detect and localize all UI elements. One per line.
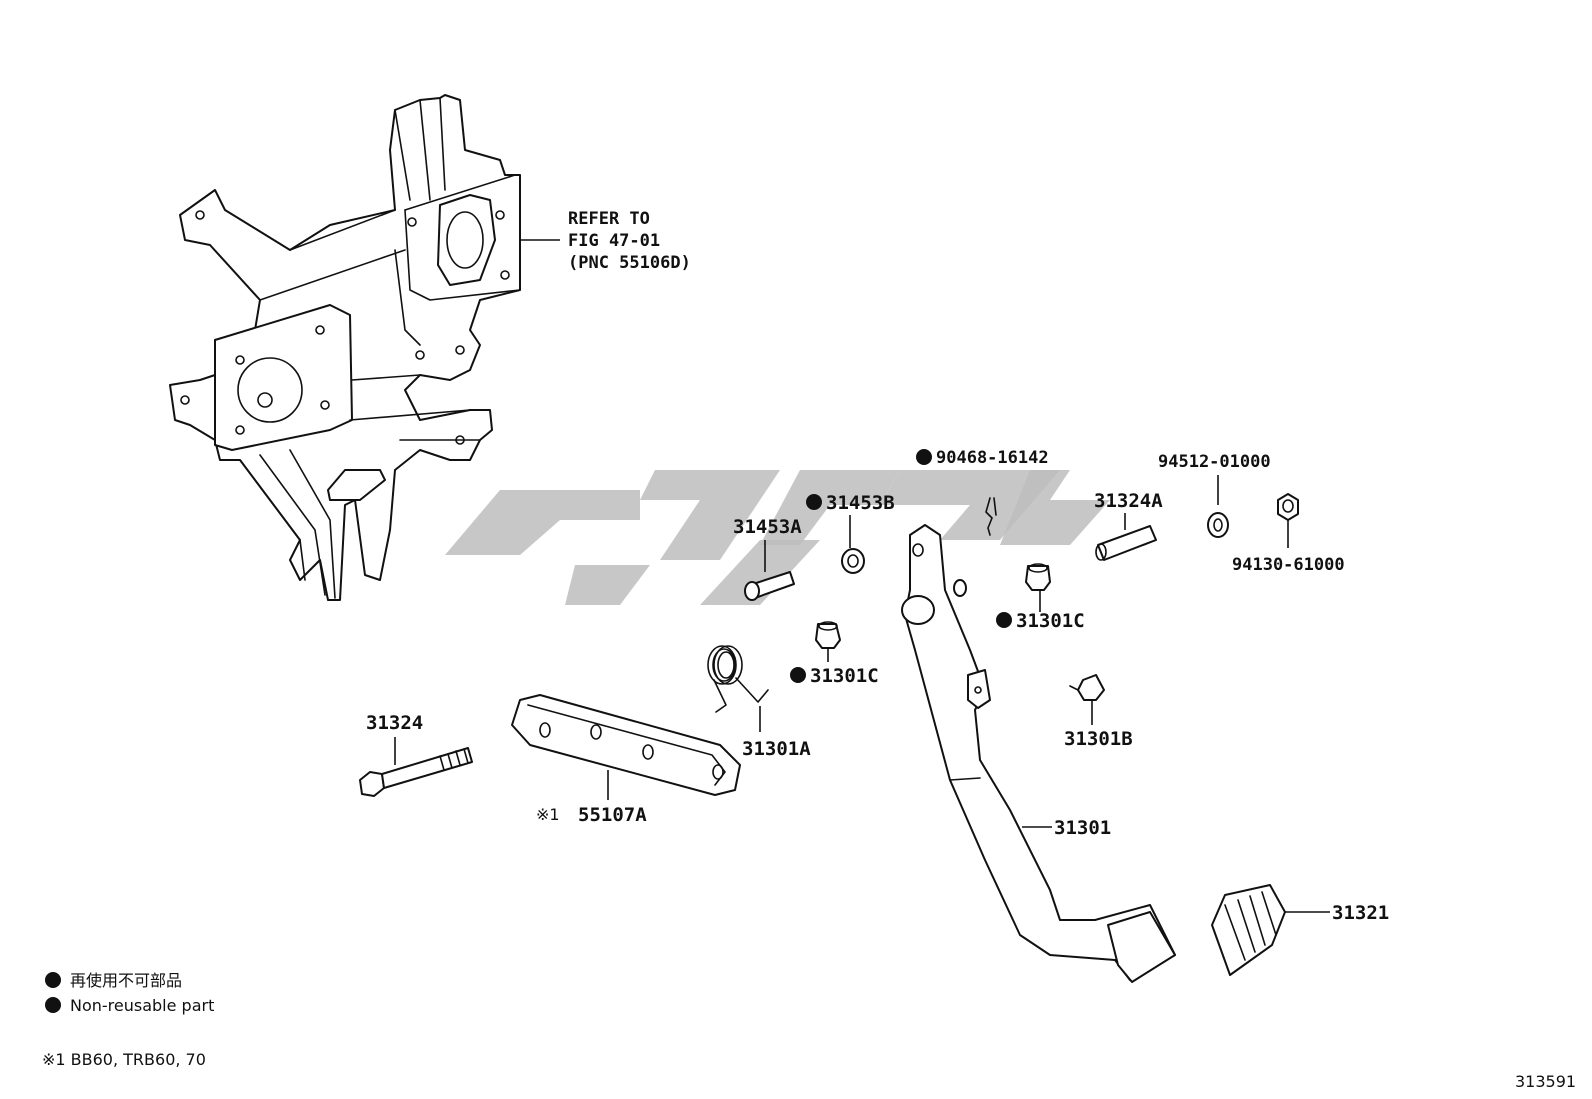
washer-icon (1207, 512, 1229, 538)
label-94130-61000: 94130-61000 (1232, 555, 1345, 575)
label-31324A: 31324A (1094, 490, 1163, 512)
reference-line-3: (PNC 55106D) (568, 253, 691, 273)
collar-icon (1097, 525, 1157, 561)
watermark-logo (445, 470, 1110, 605)
label-31301C-lower: 31301C (810, 665, 879, 687)
legend-non-reusable-en: Non-reusable part (70, 996, 214, 1015)
part-31301A: 31301A (707, 645, 811, 760)
clip-pin-icon (985, 497, 993, 536)
reference-line-2: FIG 47-01 (568, 231, 660, 251)
part-94130-61000: 94130-61000 (1232, 493, 1345, 575)
part-31453B: 31453B (806, 492, 895, 574)
non-reusable-marker (45, 972, 61, 988)
part-31301C-lower: 31301C (790, 621, 879, 687)
part-31321: 31321 (1211, 884, 1389, 976)
figure-number: 313591 (1515, 1072, 1576, 1091)
non-reusable-marker (916, 449, 932, 465)
part-55107A: ※1 55107A (511, 694, 741, 826)
part-31301B: 31301B (1064, 674, 1133, 750)
stopper-icon (1077, 674, 1105, 701)
non-reusable-marker (996, 612, 1012, 628)
label-31324: 31324 (366, 712, 423, 734)
footnote-marker-55107A: ※1 (536, 805, 560, 824)
return-spring-icon (707, 645, 769, 713)
bolt-head-icon (359, 771, 385, 797)
pedal-bracket-assembly (169, 94, 521, 601)
label-55107A: 55107A (578, 804, 647, 826)
nut-icon (1277, 493, 1299, 521)
label-31301B: 31301B (1064, 728, 1133, 750)
spacer-plate-icon (511, 694, 741, 796)
part-31324: 31324 (359, 712, 473, 797)
part-94512-01000: 94512-01000 (1158, 452, 1271, 538)
pedal-pad-icon (1107, 911, 1176, 983)
bushing-icon (841, 548, 865, 574)
part-31324A: 31324A (1094, 490, 1163, 561)
part-31301C-upper: 31301C (996, 563, 1085, 632)
non-reusable-marker (790, 667, 806, 683)
label-94512-01000: 94512-01000 (1158, 452, 1271, 472)
label-31301: 31301 (1054, 817, 1111, 839)
part-31301: 31301 (901, 524, 1176, 983)
non-reusable-marker (45, 997, 61, 1013)
non-reusable-marker (806, 494, 822, 510)
reference-note: REFER TO FIG 47-01 (PNC 55106D) (520, 209, 691, 273)
label-31321: 31321 (1332, 902, 1389, 924)
reference-line-1: REFER TO (568, 209, 650, 229)
bushing-icon (1025, 565, 1051, 591)
label-31301A: 31301A (742, 738, 811, 760)
label-31453B: 31453B (826, 492, 895, 514)
label-31453A: 31453A (733, 516, 802, 538)
label-90468-16142: 90468-16142 (936, 448, 1049, 468)
legend-non-reusable-jp: 再使用不可部品 (70, 971, 182, 990)
part-90468-16142: 90468-16142 (916, 448, 1049, 536)
legend: 再使用不可部品 Non-reusable part ※1 BB60, TRB60… (42, 971, 214, 1069)
part-31453A: 31453A (733, 516, 802, 601)
label-31301C-upper: 31301C (1016, 610, 1085, 632)
footnote-models: ※1 BB60, TRB60, 70 (42, 1050, 206, 1069)
